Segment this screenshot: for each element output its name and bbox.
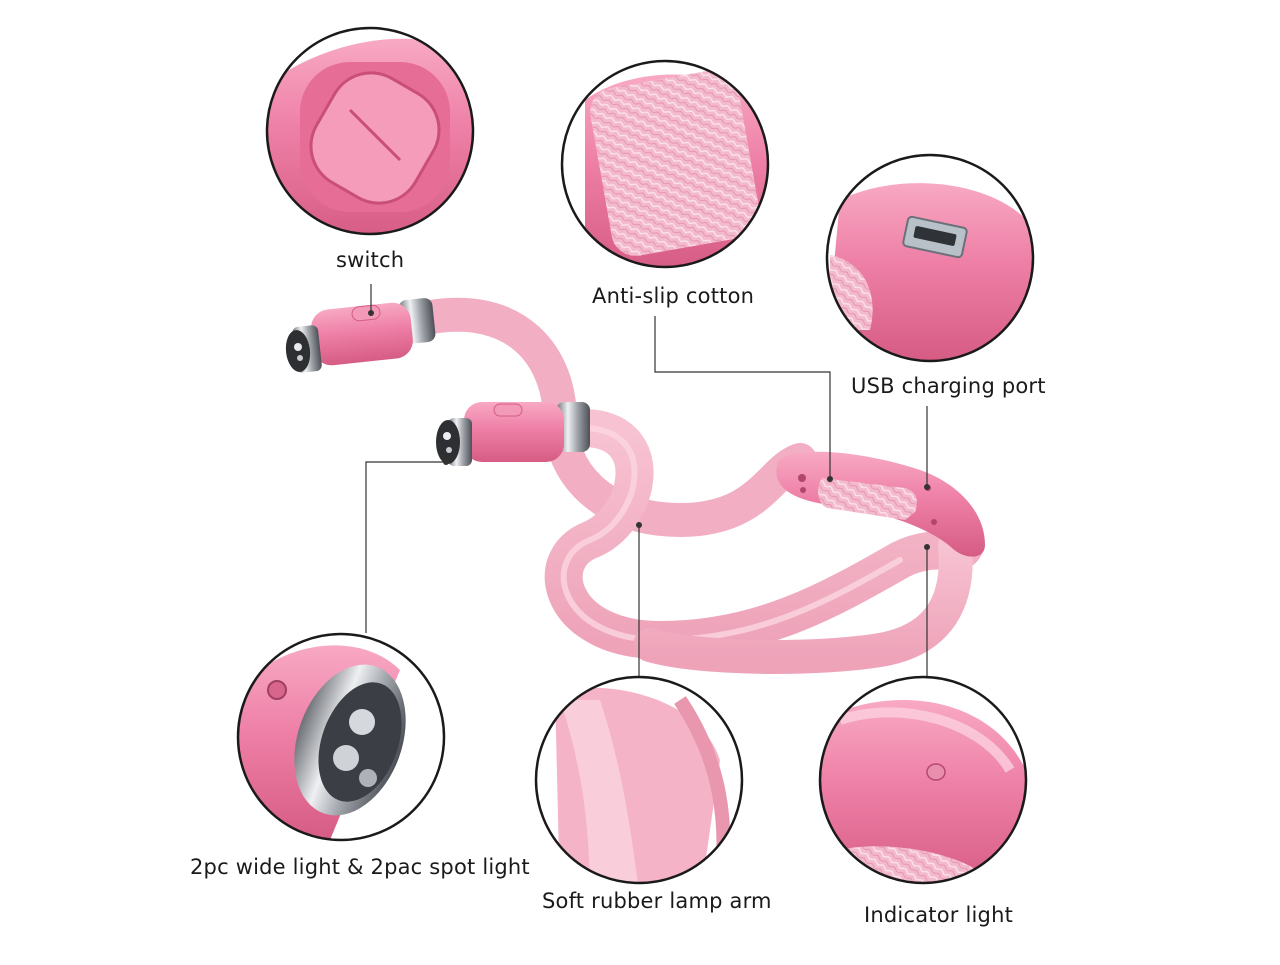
indicator-light-label: Indicator light (864, 903, 1014, 927)
rubber-arm-detail-circle (534, 675, 744, 885)
light-head-detail-circle (236, 632, 446, 842)
switch-detail-circle (265, 26, 475, 236)
usb-port-detail-circle (825, 153, 1035, 363)
neck-lamp (285, 297, 985, 674)
wide-spot-light-label: 2pc wide light & 2pac spot light (190, 855, 530, 879)
anti-slip-label: Anti-slip cotton (592, 284, 755, 308)
soft-arm-label: Soft rubber lamp arm (542, 889, 772, 913)
usb-port-label: USB charging port (851, 374, 1046, 398)
anti-slip-detail-circle (560, 59, 770, 269)
leader-lines (365, 284, 930, 677)
upper-light-head (285, 298, 436, 373)
indicator-detail-circle (818, 675, 1028, 885)
lower-light-head (436, 402, 590, 466)
switch-label: switch (336, 248, 405, 272)
